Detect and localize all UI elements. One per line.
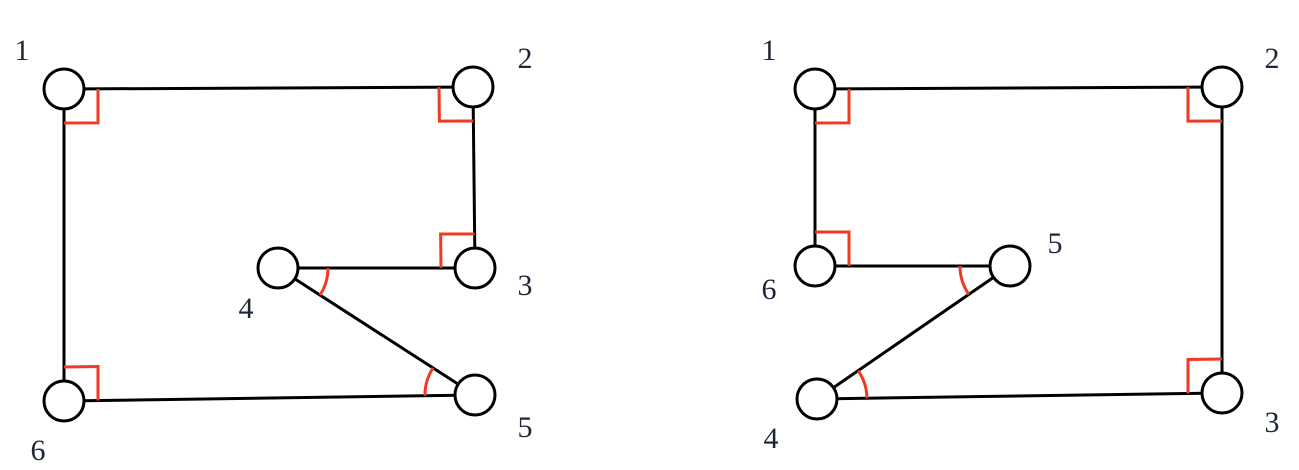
node-6: [42, 379, 86, 423]
edge-3-4: [816, 391, 1223, 401]
node-label-4: 4: [764, 422, 779, 455]
node-4: [795, 377, 839, 421]
node-label-1: 1: [762, 34, 777, 67]
node-label-1: 1: [15, 34, 30, 67]
node-2: [451, 65, 495, 109]
angle-arc-mark-5: [958, 265, 971, 296]
edge-1-2: [63, 85, 474, 91]
node-2: [1200, 65, 1244, 109]
left-polygon-diagram: 1 2 3 4 5 6: [15, 34, 533, 467]
node-label-3: 3: [1265, 406, 1280, 439]
node-label-6: 6: [762, 273, 777, 306]
angle-arc-mark-4: [318, 267, 330, 296]
right-angle-mark-3: [439, 232, 475, 269]
right-angle-mark-6: [63, 364, 100, 401]
node-label-6: 6: [31, 434, 46, 467]
node-label-2: 2: [1265, 42, 1280, 75]
node-5: [988, 244, 1032, 288]
right-angle-mark-2: [1186, 87, 1223, 123]
node-label-5: 5: [1048, 227, 1063, 260]
right-angle-mark-6: [815, 230, 851, 266]
node-4: [256, 246, 300, 290]
edge-5-6: [63, 393, 476, 403]
right-angle-mark-1: [814, 88, 851, 125]
right-angle-mark-2: [437, 87, 474, 123]
edge-4-5: [816, 264, 1011, 401]
node-5: [453, 373, 497, 417]
node-label-2: 2: [518, 42, 533, 75]
node-1: [793, 67, 837, 111]
edge-1-2: [814, 85, 1223, 91]
right-angle-mark-3: [1186, 357, 1223, 394]
node-6: [793, 244, 837, 288]
angle-arc-mark-5: [423, 367, 435, 396]
node-label-3: 3: [518, 269, 533, 302]
node-label-5: 5: [518, 411, 533, 444]
edge-4-5: [277, 266, 476, 397]
node-1: [42, 67, 86, 111]
right-polygon-diagram: 1 2 3 4 5 6: [762, 34, 1280, 455]
right-angle-mark-1: [63, 88, 100, 125]
node-3: [453, 246, 497, 290]
node-3: [1200, 371, 1244, 415]
edge-2-3: [471, 86, 477, 269]
angle-arc-mark-4: [856, 369, 869, 399]
node-label-4: 4: [239, 292, 254, 325]
